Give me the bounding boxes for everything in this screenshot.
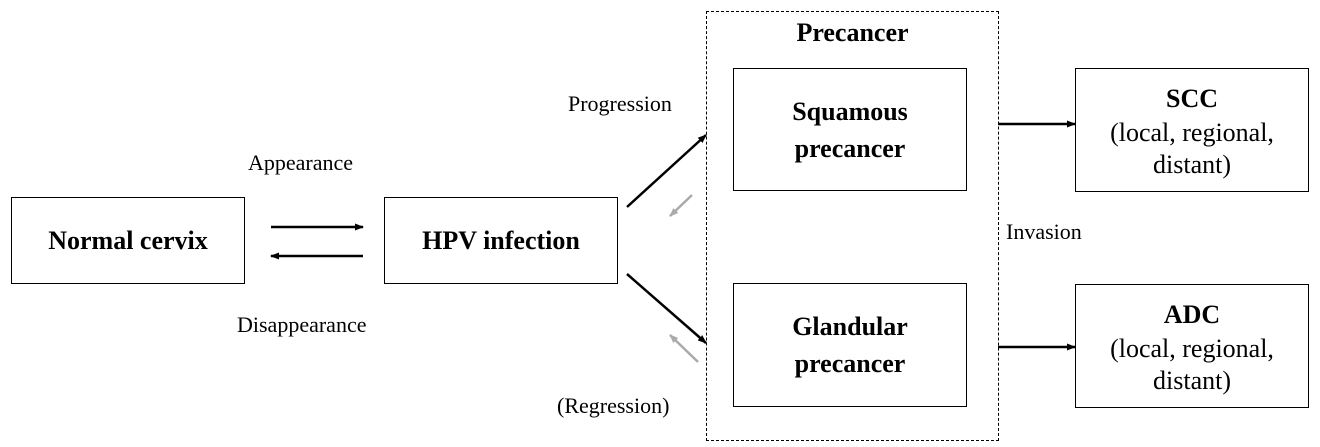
normal-cervix-label: Normal cervix [48,226,208,255]
scc-detail-line1: (local, regional, [1110,117,1274,147]
scc-node: SCC (local, regional, distant) [1075,68,1309,192]
scc-detail-line2: distant) [1153,149,1231,179]
appearance-label: Appearance [248,150,354,175]
regression-arrow-glandular [669,334,699,363]
squamous-precancer-node: Squamous precancer [733,68,967,191]
precancer-group [706,11,999,441]
precancer-group-title: Precancer [796,18,909,47]
glandular-precancer-label-line1: Glandular [792,312,908,341]
glandular-precancer-node: Glandular precancer [733,283,967,407]
progression-arrow-squamous [626,134,707,208]
squamous-precancer-label-line2: precancer [794,133,906,163]
adc-detail-line1: (local, regional, [1110,333,1274,363]
glandular-precancer-label-line2: precancer [794,349,906,378]
scc-title: SCC [1165,83,1218,113]
adc-node: ADC (local, regional, distant) [1075,284,1309,408]
regression-arrow-squamous [669,194,693,217]
invasion-label: Invasion [1006,219,1082,244]
normal-cervix-node: Normal cervix [11,197,245,284]
progression-arrow-glandular [626,273,707,344]
progression-label: Progression [568,91,672,116]
squamous-precancer-label-line1: Squamous [792,96,908,126]
regression-label: (Regression) [557,393,670,418]
adc-detail-line2: distant) [1153,365,1231,395]
adc-title: ADC [1163,299,1221,329]
disappearance-label: Disappearance [237,312,367,337]
hpv-infection-node: HPV infection [384,197,618,284]
hpv-infection-label: HPV infection [422,226,580,255]
